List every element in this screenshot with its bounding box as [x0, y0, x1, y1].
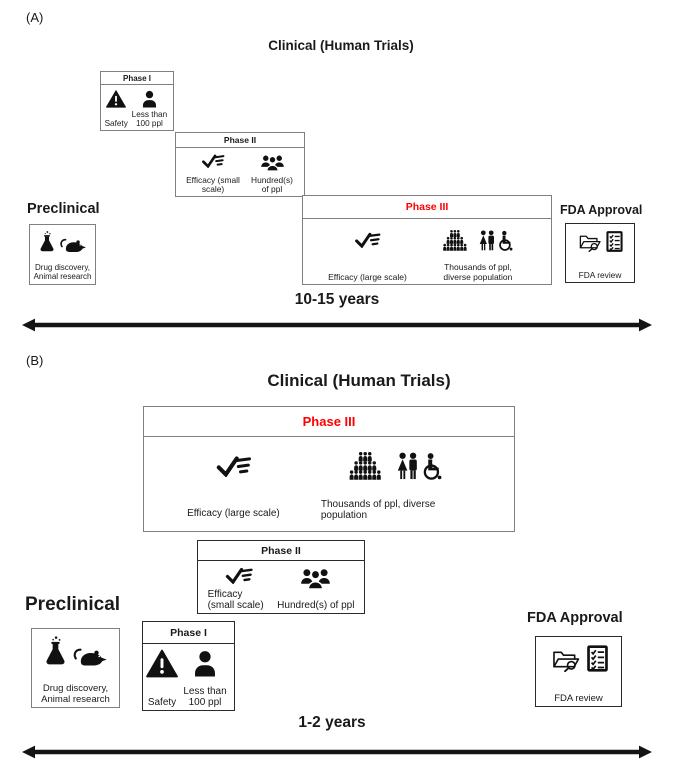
warning-icon: [106, 90, 126, 108]
population-cell: Less than 100 ppl: [129, 88, 169, 128]
crowd-pyramid-icon: [441, 230, 470, 251]
fda-approval-heading-a: FDA Approval: [560, 203, 643, 217]
preclinical-caption-a: Drug discovery, Animal research: [33, 263, 92, 282]
preclinical-box-a: Drug discovery, Animal research: [29, 224, 96, 285]
fda-icons: [577, 231, 623, 252]
safety-cell: Safety: [105, 88, 128, 128]
clinical-trials-title-b: Clinical (Human Trials): [267, 371, 451, 390]
preclinical-heading-a: Preclinical: [27, 201, 100, 217]
person-icon: [141, 90, 158, 108]
phase2-title-a: Phase II: [176, 133, 304, 148]
crowd-pyramid-icon: [347, 452, 385, 480]
flask-icon: [38, 231, 56, 253]
efficacy-cell: Efficacy (large scale): [187, 440, 280, 529]
population-cell: Hundred(s) of ppl: [248, 151, 296, 194]
clinical-trials-title-a: Clinical (Human Trials): [268, 38, 414, 53]
checkmark-list-icon: [201, 153, 225, 168]
fda-review-box-b: FDA review: [535, 636, 622, 707]
duration-label-b: 1-2 years: [298, 714, 366, 731]
folder-search-icon: [577, 232, 603, 252]
efficacy-cell: Efficacy (large scale): [328, 222, 407, 282]
safety-cell: Safety: [146, 647, 178, 708]
population-cell: Thousands of ppl, diverse population: [430, 222, 526, 282]
panel-a-label: (A): [26, 10, 44, 25]
preclinical-icons: [38, 231, 87, 253]
phase3-box-b: Phase III Efficacy (large scale) Thousan…: [143, 406, 515, 532]
warning-icon: [146, 649, 178, 678]
phase2-box-b: Phase II Efficacy (small scale) Hundred(…: [197, 540, 365, 614]
population-cell: Hundred(s) of ppl: [277, 564, 354, 611]
phase1-box-a: Phase I Safety Less than 100 ppl: [100, 71, 174, 131]
checkmark-list-icon: [354, 231, 381, 248]
preclinical-heading-b: Preclinical: [25, 594, 121, 615]
phase1-title-a: Phase I: [101, 72, 173, 85]
preclinical-box-b: Drug discovery, Animal research: [31, 628, 120, 708]
phase3-title-b: Phase III: [144, 407, 514, 437]
panel-b-label: (B): [26, 353, 44, 368]
preclinical-caption-b: Drug discovery, Animal research: [41, 683, 110, 705]
phase2-efficacy-label: Efficacy (small scale): [186, 174, 240, 194]
checklist-icon: [606, 231, 623, 252]
phase2-box-a: Phase II Efficacy (small scale) Hundred(…: [175, 132, 305, 197]
population-cell: Thousands of ppl, diverse population: [321, 440, 471, 529]
people-group-icon: [298, 566, 333, 589]
phase3-efficacy-label: Efficacy (large scale): [187, 508, 280, 519]
fda-icons: [550, 645, 608, 672]
folder-search-icon: [550, 647, 582, 672]
phase1-box-b: Phase I Safety Less than 100 ppl: [142, 621, 235, 711]
phase3-population-label: Thousands of ppl, diverse population: [443, 262, 513, 282]
fda-review-caption-b: FDA review: [554, 692, 603, 704]
people-group-icon: [259, 153, 286, 171]
person-icon: [192, 649, 218, 678]
phase2-population-label: Hundred(s) of ppl: [277, 600, 355, 611]
phase3-title-a: Phase III: [303, 196, 551, 219]
phase3-population-label: Thousands of ppl, diverse population: [320, 499, 436, 521]
safety-label: Safety: [104, 118, 128, 128]
phase1-population-label: Less than 100 ppl: [183, 686, 227, 708]
fda-review-caption-a: FDA review: [578, 269, 622, 280]
phase2-title-b: Phase II: [198, 541, 364, 561]
timeline-arrow-a: [22, 318, 652, 332]
phase2-population-label: Hundred(s) of ppl: [251, 174, 293, 194]
flask-icon: [43, 636, 68, 667]
efficacy-cell: Efficacy (small scale): [208, 564, 270, 611]
checkmark-list-icon: [224, 566, 254, 584]
preclinical-icons: [43, 636, 108, 667]
safety-label: Safety: [147, 697, 177, 708]
rat-icon: [59, 237, 87, 253]
phase2-efficacy-label: Efficacy (small scale): [207, 589, 264, 611]
population-cell: Less than 100 ppl: [179, 647, 231, 708]
phase1-title-b: Phase I: [143, 622, 234, 644]
diverse-population-icon: [395, 452, 444, 480]
fda-review-box-a: FDA review: [565, 223, 635, 283]
diverse-population-icon: [477, 230, 515, 251]
duration-label-a: 10-15 years: [294, 291, 380, 308]
checkmark-list-icon: [215, 454, 252, 477]
fda-approval-heading-b: FDA Approval: [527, 610, 623, 626]
phase3-efficacy-label: Efficacy (large scale): [328, 271, 407, 282]
checklist-icon: [587, 645, 608, 672]
efficacy-cell: Efficacy (small scale): [184, 151, 242, 194]
timeline-arrow-b: [22, 745, 652, 759]
phase3-box-a: Phase III Efficacy (large scale) Thousan…: [302, 195, 552, 285]
phase1-population-label: Less than 100 ppl: [131, 109, 168, 128]
rat-icon: [72, 646, 108, 667]
